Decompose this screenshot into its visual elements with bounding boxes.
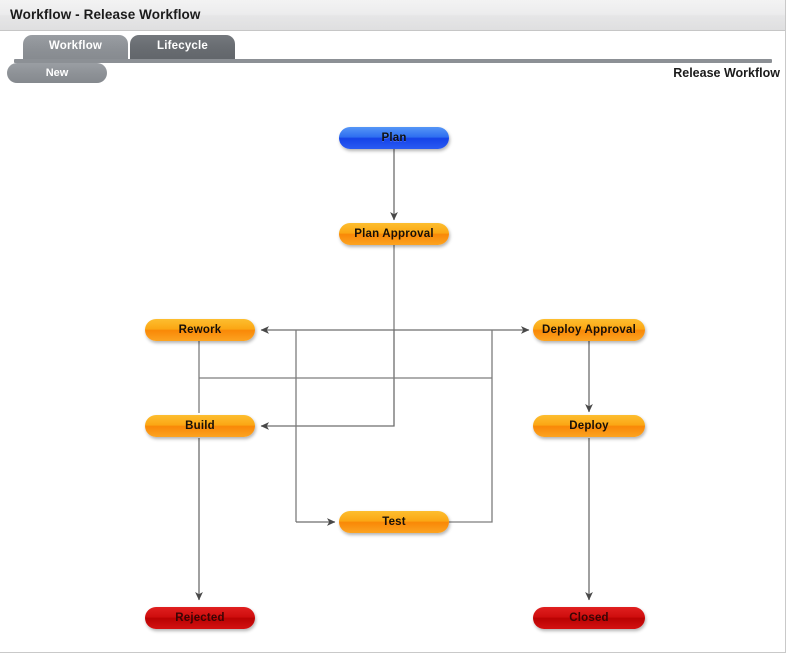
node-deploy-approval[interactable]: Deploy Approval [533,319,645,341]
tab-strip: Workflow Lifecycle [0,32,785,60]
toolbar: New Release Workflow [0,63,785,89]
tab-lifecycle[interactable]: Lifecycle [130,35,235,59]
page-title: Workflow - Release Workflow [10,7,201,22]
node-test[interactable]: Test [339,511,449,533]
workflow-diagram-canvas[interactable]: Plan Plan Approval Rework Deploy Approva… [0,90,785,652]
node-rework[interactable]: Rework [145,319,255,341]
tab-workflow[interactable]: Workflow [23,35,128,59]
new-button[interactable]: New [7,63,107,83]
connector-test-to-deploy-approval [449,330,493,523]
connector-plan-approval-to-build [260,330,395,430]
node-closed[interactable]: Closed [533,607,645,629]
node-plan-approval[interactable]: Plan Approval [339,223,449,245]
node-deploy[interactable]: Deploy [533,415,645,437]
workflow-name-label: Release Workflow [673,66,780,80]
window-titlebar: Workflow - Release Workflow [0,0,785,31]
connector-layer [195,149,593,601]
node-plan[interactable]: Plan [339,127,449,149]
tab-underline-rule [14,59,772,63]
node-build[interactable]: Build [145,415,255,437]
node-rejected[interactable]: Rejected [145,607,255,629]
